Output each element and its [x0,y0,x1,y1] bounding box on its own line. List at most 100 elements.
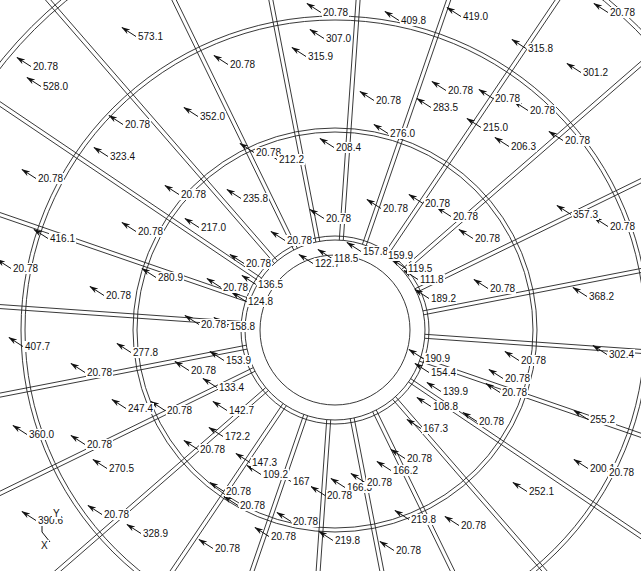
value-label: 20.78 [229,59,256,70]
vector-arrow [22,512,36,521]
mesh-line [0,371,255,571]
value-label: 20.78 [292,516,319,527]
value-label: 20.78 [245,258,272,269]
value-label: 217.0 [200,222,227,233]
vector-arrow [320,139,334,148]
value-label: 315.8 [527,43,554,54]
value-label: 20.78 [124,119,151,130]
vector-arrow [214,56,228,65]
mesh-ring [25,20,641,571]
value-label: 315.9 [307,51,334,62]
value-label: 20.78 [105,290,132,301]
mesh-line [384,0,641,254]
value-label: 255.2 [589,414,616,425]
value-label: 301.2 [582,67,609,78]
value-label: 307.0 [325,33,352,44]
value-label: 20.78 [460,520,487,531]
mesh-line [425,334,641,384]
mesh-line [423,175,641,310]
vector-arrow [479,90,493,99]
value-label: 158.8 [229,321,256,332]
value-label: 20.78 [322,7,349,18]
value-label: 360.0 [28,429,55,440]
value-label: 20.78 [564,135,591,146]
mesh-line [415,0,641,289]
value-label: 409.8 [400,15,427,26]
mesh-line [419,361,641,571]
mesh-line [417,0,641,292]
value-label: 323.4 [109,151,136,162]
mesh-line [402,0,641,269]
mesh-line [387,0,641,257]
value-label: 247.4 [127,403,154,414]
vector-arrow [142,269,156,278]
mesh-line [393,399,641,571]
value-label: 219.8 [410,514,437,525]
mesh-ring [21,16,641,571]
value-label: 20.78 [286,235,313,246]
vector-arrow [594,4,608,13]
mesh-line [425,338,641,388]
value-label: 277.8 [132,347,159,358]
vector-arrow [184,108,198,117]
value-label: 252.1 [528,486,555,497]
vector-arrow [432,82,446,91]
vector-arrow [165,186,179,195]
vector-arrow [311,487,325,496]
mesh-line [350,419,485,571]
vector-arrow [409,350,423,359]
value-label: 20.78 [190,365,217,376]
mesh-ring [260,255,410,405]
value-label: 20.78 [225,486,252,497]
value-label: 20.78 [200,319,227,330]
vector-arrow [407,420,421,429]
value-label: 139.9 [442,386,469,397]
value-label: 190.9 [424,353,451,364]
value-label: 189.2 [430,293,457,304]
vector-arrow [310,30,324,39]
mesh-line [76,416,307,571]
value-label: 407.7 [24,341,51,352]
vector-arrow [210,483,224,492]
vector-arrow [27,78,41,87]
vector-arrow [417,99,431,108]
vector-arrow [255,528,269,537]
value-label: 276.0 [389,128,416,139]
mesh-line [424,179,641,314]
value-label: 20.78 [452,211,479,222]
value-label: 147.3 [251,457,278,468]
value-label: 20.78 [395,545,422,556]
vector-arrow [13,426,27,435]
mesh-line [0,368,253,571]
vector-arrow [224,497,238,506]
mesh-line [180,0,315,242]
value-label: 108.8 [432,401,459,412]
vector-arrow [109,116,123,125]
value-label: 20.78 [214,543,241,554]
mesh-line [411,379,641,571]
vector-arrow [292,48,306,57]
mesh-line [0,0,297,248]
value-label: 20.78 [501,387,528,398]
vector-arrow [557,206,571,215]
vector-arrow [474,280,488,289]
vector-arrow [489,370,503,379]
vector-arrow [277,513,291,522]
value-label: 109.2 [262,469,289,480]
value-label: 219.8 [334,535,361,546]
vector-arrow [391,450,405,459]
vector-arrows [0,4,608,551]
vector-arrow [360,92,374,101]
value-label: 119.5 [407,263,433,274]
vector-arrow [17,58,31,67]
vector-arrow [34,230,48,239]
mesh-line [0,403,283,571]
vector-arrow [486,384,500,393]
value-label: 352.0 [199,111,226,122]
mesh-line [373,412,641,571]
value-label: 20.78 [406,453,433,464]
vector-arrow [9,338,23,347]
